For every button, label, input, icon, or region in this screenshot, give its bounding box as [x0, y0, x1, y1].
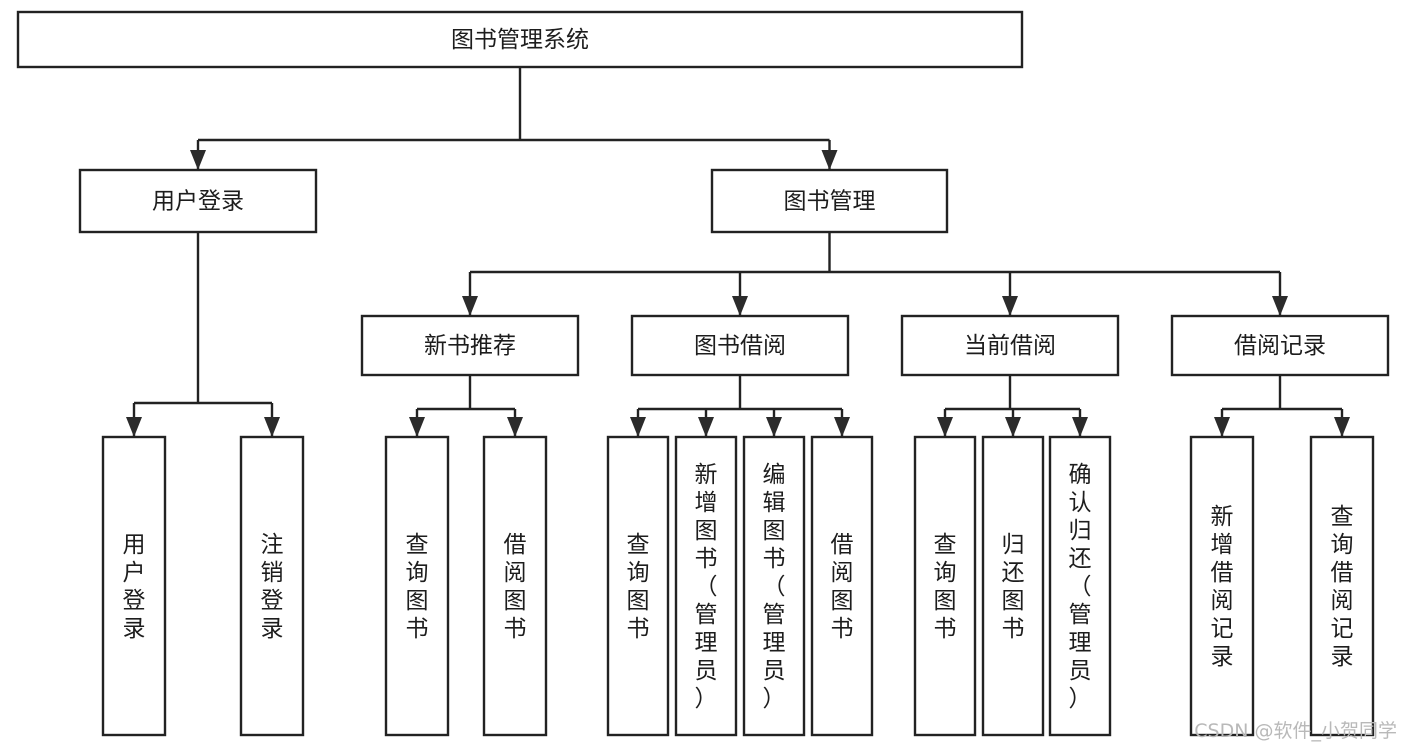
- node-leaf-return-book[interactable]: 归还图书: [981, 435, 1045, 737]
- node-leaf-return-book-box: [981, 435, 1045, 737]
- node-leaf-query-book-recommend-box: [384, 435, 450, 737]
- node-leaf-add-book-label: 新增图书（管理员）: [695, 462, 718, 712]
- node-new-book-recommend[interactable]: 新书推荐: [360, 314, 580, 377]
- node-root[interactable]: 图书管理系统: [16, 10, 1024, 69]
- node-leaf-query-book-recommend-label: 查询图书: [406, 532, 429, 642]
- arrow-head-icon: [264, 417, 280, 437]
- node-leaf-confirm-return[interactable]: 确认归还（管理员）: [1048, 435, 1112, 737]
- arrow-head-icon: [409, 417, 425, 437]
- node-leaf-query-book-current-label: 查询图书: [934, 532, 957, 642]
- arrow-head-icon: [507, 417, 523, 437]
- node-leaf-confirm-return-label: 确认归还（管理员）: [1069, 462, 1092, 712]
- node-leaf-user-login-box: [101, 435, 167, 737]
- arrow-head-icon: [1072, 417, 1088, 437]
- node-leaf-query-book-borrow-box: [606, 435, 670, 737]
- arrow-head-icon: [732, 296, 748, 316]
- node-book-borrow[interactable]: 图书借阅: [630, 314, 850, 377]
- node-leaf-add-book-box: [674, 435, 738, 737]
- node-leaf-query-borrow-record-label: 查询借阅记录: [1331, 504, 1354, 670]
- arrow-head-icon: [462, 296, 478, 316]
- node-leaf-query-book-current[interactable]: 查询图书: [913, 435, 977, 737]
- node-leaf-confirm-return-box: [1048, 435, 1112, 737]
- node-borrow-record[interactable]: 借阅记录: [1170, 314, 1390, 377]
- node-current-borrow-box: [900, 314, 1120, 377]
- node-leaf-add-borrow-record-box: [1189, 435, 1255, 737]
- arrow-head-icon: [766, 417, 782, 437]
- node-leaf-user-login-label: 用户登录: [123, 532, 146, 642]
- node-leaf-logout[interactable]: 注销登录: [239, 435, 305, 737]
- node-leaf-logout-box: [239, 435, 305, 737]
- arrow-head-icon: [1005, 417, 1021, 437]
- node-leaf-return-book-label: 归还图书: [1002, 532, 1025, 642]
- node-leaf-borrow-book-recommend-box: [482, 435, 548, 737]
- node-leaf-edit-book-box: [742, 435, 806, 737]
- arrow-head-icon: [1272, 296, 1288, 316]
- node-book-borrow-label: 图书借阅: [694, 333, 786, 359]
- node-root-box: [16, 10, 1024, 69]
- node-user-login-box: [78, 168, 318, 234]
- arrow-head-icon: [937, 417, 953, 437]
- arrow-head-icon: [1214, 417, 1230, 437]
- connector-group: [126, 67, 1350, 437]
- node-new-book-recommend-box: [360, 314, 580, 377]
- node-leaf-edit-book[interactable]: 编辑图书（管理员）: [742, 435, 806, 737]
- node-leaf-query-book-recommend[interactable]: 查询图书: [384, 435, 450, 737]
- node-leaf-query-book-borrow-label: 查询图书: [627, 532, 650, 642]
- node-leaf-borrow-book[interactable]: 借阅图书: [810, 435, 874, 737]
- node-leaf-user-login[interactable]: 用户登录: [101, 435, 167, 737]
- node-root-label: 图书管理系统: [451, 27, 589, 53]
- node-leaf-add-book[interactable]: 新增图书（管理员）: [674, 435, 738, 737]
- node-leaf-query-book-current-box: [913, 435, 977, 737]
- node-book-management-box: [710, 168, 949, 234]
- node-leaf-borrow-book-recommend[interactable]: 借阅图书: [482, 435, 548, 737]
- node-user-login[interactable]: 用户登录: [78, 168, 318, 234]
- node-new-book-recommend-label: 新书推荐: [424, 333, 516, 359]
- node-current-borrow[interactable]: 当前借阅: [900, 314, 1120, 377]
- node-book-borrow-box: [630, 314, 850, 377]
- node-leaf-query-borrow-record[interactable]: 查询借阅记录: [1309, 435, 1375, 737]
- node-leaf-borrow-book-box: [810, 435, 874, 737]
- node-leaf-logout-label: 注销登录: [261, 532, 284, 642]
- node-leaf-borrow-book-label: 借阅图书: [831, 532, 854, 642]
- node-current-borrow-label: 当前借阅: [964, 333, 1056, 359]
- node-borrow-record-label: 借阅记录: [1234, 333, 1326, 359]
- arrow-head-icon: [630, 417, 646, 437]
- arrow-head-icon: [190, 150, 206, 170]
- node-leaf-add-borrow-record[interactable]: 新增借阅记录: [1189, 435, 1255, 737]
- node-leaf-query-borrow-record-box: [1309, 435, 1375, 737]
- node-user-login-label: 用户登录: [152, 189, 244, 215]
- node-book-management-label: 图书管理: [784, 189, 876, 215]
- node-leaf-borrow-book-recommend-label: 借阅图书: [504, 532, 527, 642]
- node-book-management[interactable]: 图书管理: [710, 168, 949, 234]
- node-group: 图书管理系统用户登录图书管理新书推荐图书借阅当前借阅借阅记录用户登录注销登录查询…: [16, 10, 1390, 737]
- node-leaf-query-book-borrow[interactable]: 查询图书: [606, 435, 670, 737]
- arrow-head-icon: [126, 417, 142, 437]
- node-leaf-add-borrow-record-label: 新增借阅记录: [1211, 504, 1234, 670]
- arrow-head-icon: [1334, 417, 1350, 437]
- node-leaf-edit-book-label: 编辑图书（管理员）: [763, 462, 786, 712]
- arrow-head-icon: [834, 417, 850, 437]
- arrow-head-icon: [1002, 296, 1018, 316]
- arrow-head-icon: [821, 150, 838, 170]
- arrow-head-icon: [698, 417, 714, 437]
- node-borrow-record-box: [1170, 314, 1390, 377]
